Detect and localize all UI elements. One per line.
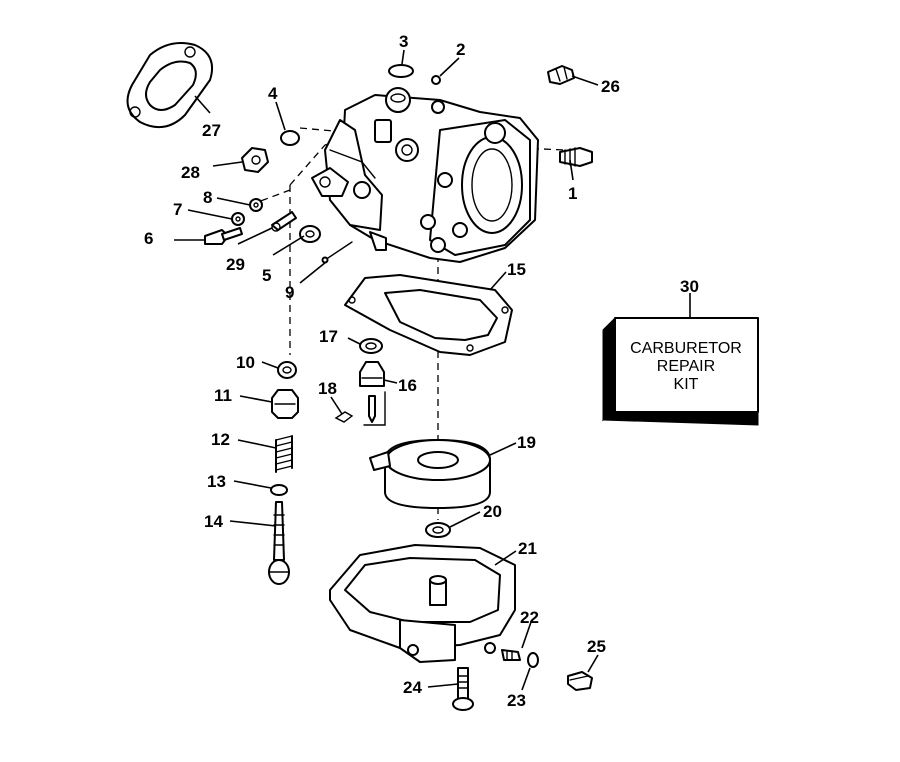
o-ring-13 [270,484,288,496]
callout-1: 1 [568,184,577,203]
callout-13: 13 [207,472,226,491]
callout-19: 19 [517,433,536,452]
washer-7 [231,212,245,226]
repair-kit-box-30: CARBURETOR REPAIR KIT [601,316,759,426]
callout-29: 29 [226,255,245,274]
leader-lines [174,49,691,691]
screw-1 [559,147,593,167]
kit-box-line-1: CARBURETOR [630,340,742,357]
welch-plug-3 [388,64,414,78]
callout-28: 28 [181,163,200,182]
callout-24: 24 [403,678,422,697]
spring-12 [275,435,293,473]
callout-10: 10 [236,353,255,372]
fitting-26 [547,65,575,85]
mixture-needle-14 [268,501,290,585]
callout-22: 22 [520,608,539,627]
screw-6 [204,227,243,245]
callout-9: 9 [285,283,294,302]
nut-28 [241,147,269,173]
callout-26: 26 [601,77,620,96]
callout-21: 21 [518,539,537,558]
screw-22 [501,649,521,661]
float-19 [369,439,491,509]
bushing-5 [299,225,321,243]
callout-11: 11 [214,386,232,405]
kit-box-line-2: REPAIR [657,358,715,375]
pin-9 [321,241,353,264]
callout-6: 6 [144,229,153,248]
callout-25: 25 [587,637,606,656]
callout-18: 18 [318,379,337,398]
callout-20: 20 [483,502,502,521]
drain-screw-25 [567,671,593,691]
kit-box-line-3: KIT [674,376,699,393]
seat-gasket-17 [359,338,383,354]
callout-23: 23 [507,691,526,710]
callout-30: 30 [680,277,699,296]
ball-2 [431,75,441,85]
float-washer-20 [425,522,451,538]
plug-11 [271,389,299,419]
callout-3: 3 [399,32,408,51]
callout-numbers: 1 2 3 4 5 6 7 8 9 10 11 12 13 14 15 16 1… [144,32,699,710]
flange-gasket-27 [126,42,214,129]
bolt-24 [452,667,474,711]
link-29 [271,211,297,232]
callout-8: 8 [203,188,212,207]
callout-7: 7 [173,200,182,219]
clip-18 [334,411,354,423]
inlet-needle-seat-16 [359,361,386,426]
callout-14: 14 [204,512,223,531]
lockwasher-8 [249,198,263,212]
callout-15: 15 [507,260,526,279]
callout-12: 12 [211,430,230,449]
float-bowl-21 [329,544,516,663]
callout-16: 16 [398,376,417,395]
o-ring-23 [527,652,539,668]
bowl-gasket-15 [344,274,513,356]
carburetor-body [311,87,539,263]
callout-5: 5 [262,266,271,285]
callout-2: 2 [456,40,465,59]
callout-4: 4 [268,84,278,103]
callout-17: 17 [319,327,338,346]
o-ring-4 [280,130,300,146]
callout-27: 27 [202,121,221,140]
washer-10 [277,361,297,379]
